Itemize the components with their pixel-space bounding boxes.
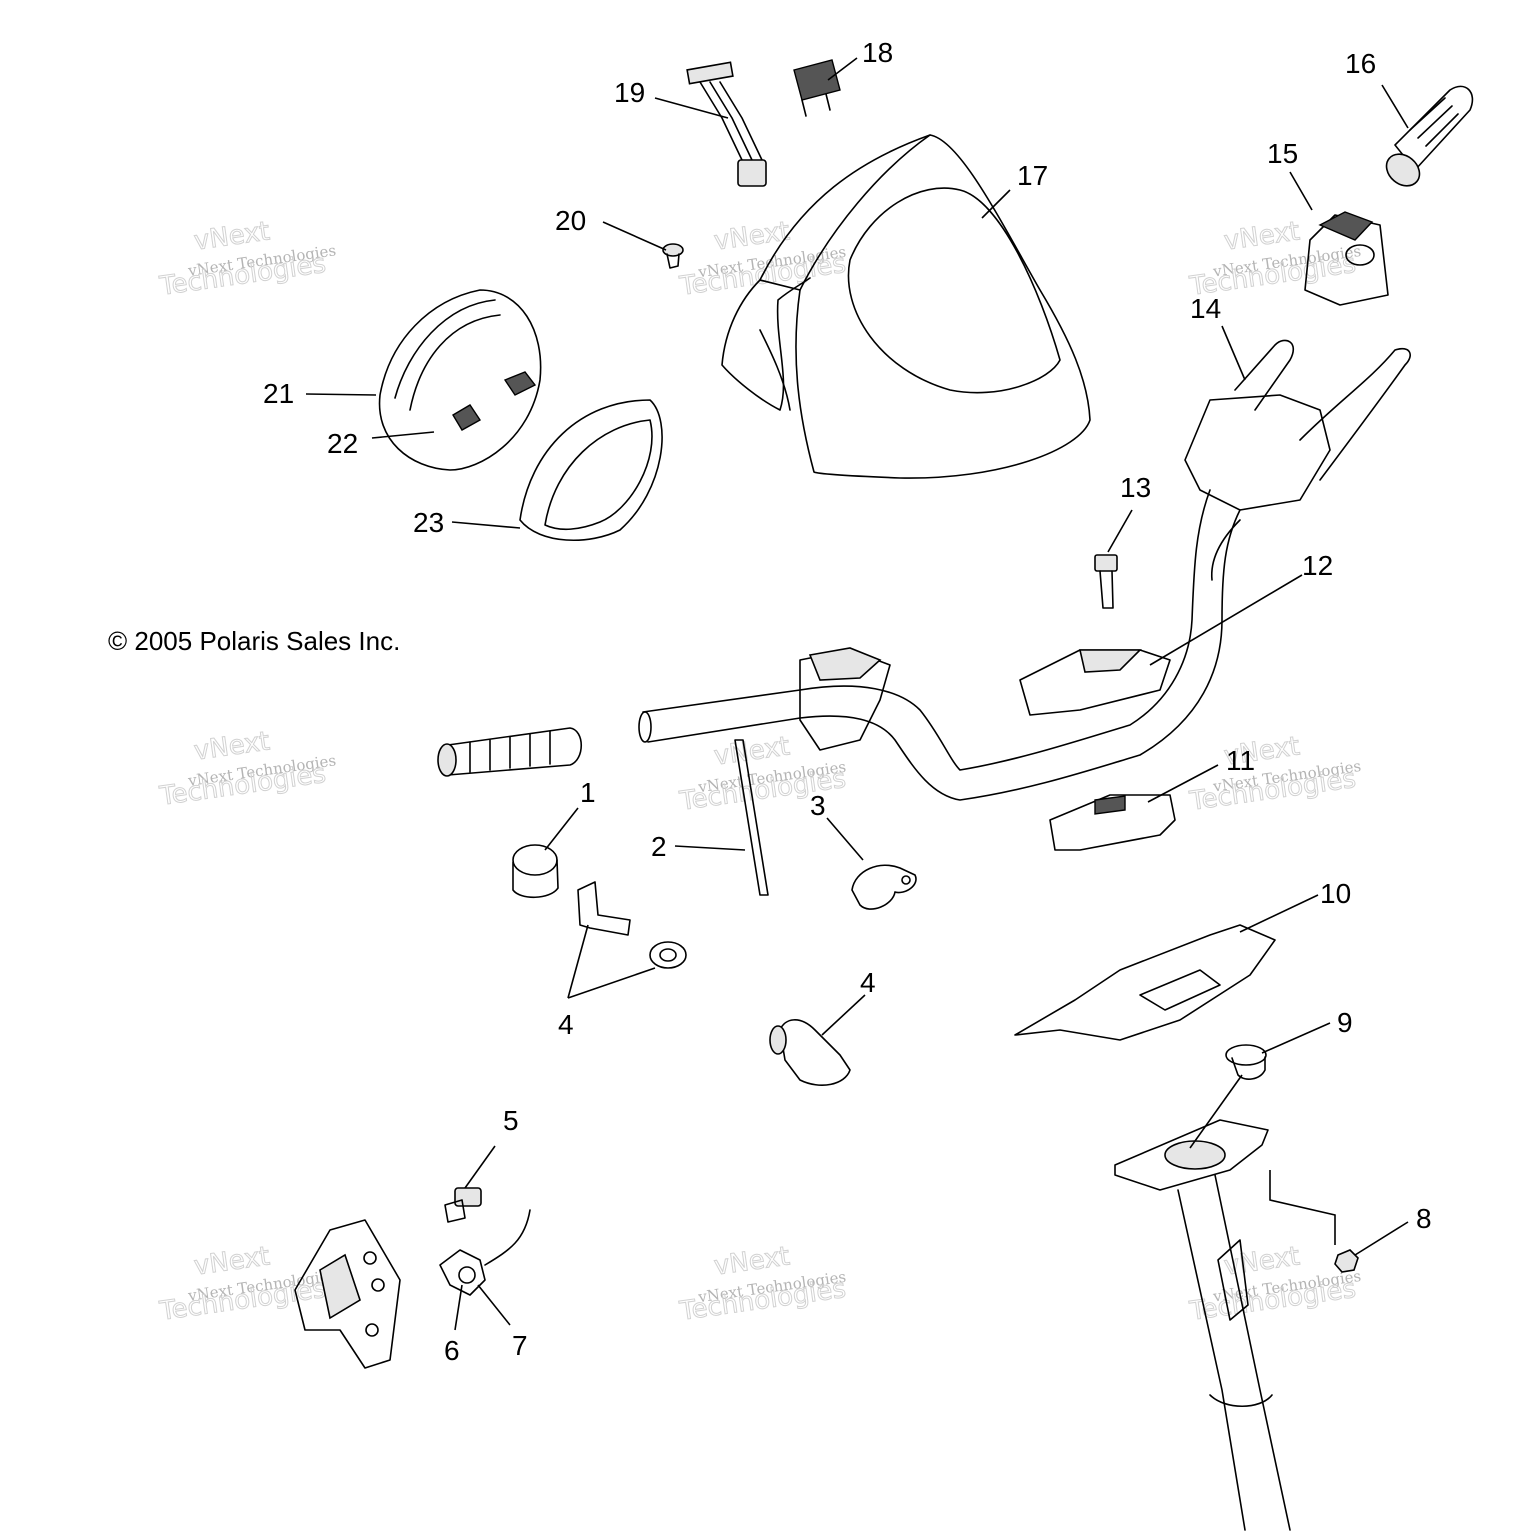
part-10-plate <box>1014 924 1276 1041</box>
part-23-bezel-ring <box>519 399 663 542</box>
svg-text:vNext: vNext <box>1222 216 1301 256</box>
part-13-bolt <box>1094 554 1118 609</box>
svg-text:vNext: vNext <box>192 726 271 766</box>
callout-19: 19 <box>614 77 645 108</box>
part-6-7-sensor <box>439 1209 531 1296</box>
callout-22: 22 <box>327 428 358 459</box>
svg-text:vNext: vNext <box>712 731 791 771</box>
part-handlebar <box>638 489 1241 801</box>
part-steering-column <box>1114 1119 1336 1531</box>
part-1-cap <box>512 844 559 899</box>
callout-8: 8 <box>1416 1203 1432 1234</box>
part-left-grip <box>437 727 583 777</box>
callout-7: 7 <box>512 1330 528 1361</box>
callout-6: 6 <box>444 1335 460 1366</box>
svg-text:vNext: vNext <box>712 216 791 256</box>
callout-18: 18 <box>862 37 893 68</box>
part-11-lower-clamp <box>1049 794 1176 851</box>
part-8-nut <box>1334 1249 1359 1273</box>
copyright-notice: © 2005 Polaris Sales Inc. <box>108 626 400 656</box>
callout-9: 9 <box>1337 1007 1353 1038</box>
part-4-ignition-switch <box>769 1019 851 1086</box>
part-9-bushing <box>1225 1044 1267 1080</box>
part-2-long-bolt <box>734 739 769 896</box>
part-caliper-bracket <box>294 1219 401 1369</box>
callout-12: 12 <box>1302 550 1333 581</box>
callout-21: 21 <box>263 378 294 409</box>
svg-text:vNext: vNext <box>192 1241 271 1281</box>
callout-16: 16 <box>1345 48 1376 79</box>
callout-23: 23 <box>413 507 444 538</box>
callout-2: 2 <box>651 831 667 862</box>
part-21-22-gauge <box>378 289 542 471</box>
watermark-top-left: vNext vNext Technologies Technologies <box>157 216 337 303</box>
callout-20: 20 <box>555 205 586 236</box>
part-18-switch <box>793 59 841 117</box>
watermark-mid-left: vNext vNext Technologies Technologies <box>157 726 337 813</box>
svg-text:vNext: vNext <box>192 216 271 256</box>
watermark-bottom-right: vNext vNext Technologies Technologies <box>1187 1241 1362 1328</box>
callout-labels: 1 2 3 4 4 5 6 7 8 9 10 11 12 13 14 15 16… <box>263 37 1432 1366</box>
callout-14: 14 <box>1190 293 1221 324</box>
callout-3: 3 <box>810 790 826 821</box>
part-12-upper-clamp <box>1019 649 1171 716</box>
callout-13: 13 <box>1120 472 1151 503</box>
leader-lines <box>305 57 1409 1331</box>
svg-text:vNext: vNext <box>1222 1241 1301 1281</box>
callout-1: 1 <box>580 777 596 808</box>
part-16-right-grip <box>1385 85 1474 187</box>
part-3-cover <box>851 864 917 910</box>
svg-text:vNext: vNext <box>712 1241 791 1281</box>
callout-10: 10 <box>1320 878 1351 909</box>
watermark-top-center: vNext vNext Technologies Technologies <box>677 216 849 303</box>
callout-11: 11 <box>1226 745 1255 776</box>
part-15-throttle-housing <box>1304 211 1389 306</box>
callout-4b: 4 <box>860 967 876 998</box>
part-17-headlight-pod <box>721 134 1091 479</box>
part-20-screw <box>662 243 684 269</box>
part-5-bolt <box>444 1187 482 1223</box>
part-14-handlebar-lever <box>1184 339 1411 581</box>
watermark-bottom-center: vNext vNext Technologies Technologies <box>677 1241 849 1328</box>
part-19-harness <box>686 61 767 187</box>
callout-17: 17 <box>1017 160 1048 191</box>
callout-15: 15 <box>1267 138 1298 169</box>
part-4-tab-and-nut <box>577 881 687 969</box>
watermark-bottom-left: vNext vNext Technologies Technologies <box>157 1241 337 1328</box>
callout-4a: 4 <box>558 1009 574 1040</box>
callout-5: 5 <box>503 1105 519 1136</box>
